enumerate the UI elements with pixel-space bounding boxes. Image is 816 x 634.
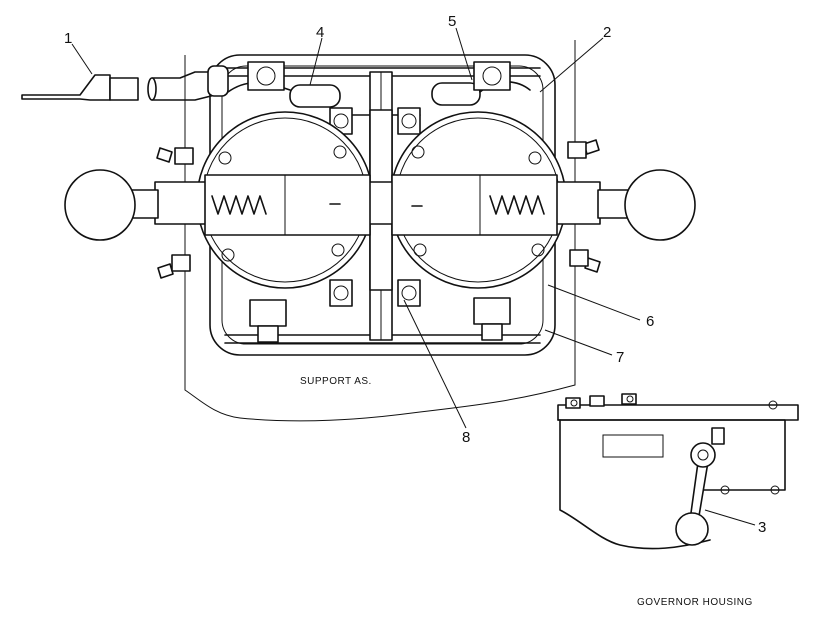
- horizontal-arm: [154, 174, 601, 236]
- left-ball-weight: [64, 169, 159, 241]
- pin-left: [289, 84, 341, 108]
- top-nut-right: [473, 61, 511, 91]
- link-rod: [21, 65, 229, 101]
- edge-bolts: [156, 139, 601, 279]
- leader-lines: [71, 27, 756, 526]
- bottom-nut-right: [473, 297, 511, 341]
- right-ball-weight: [597, 169, 696, 241]
- callout-2: 2: [603, 24, 611, 41]
- governor-housing: [557, 393, 799, 550]
- callout-4: 4: [316, 24, 324, 41]
- callout-8: 8: [462, 429, 470, 446]
- callout-5: 5: [448, 13, 456, 30]
- left-spring: [211, 195, 267, 215]
- support-outline: [184, 40, 576, 422]
- pin-right: [431, 82, 481, 106]
- top-nut-left: [247, 61, 285, 91]
- callout-3: 3: [758, 519, 766, 536]
- bottom-nut-left: [249, 299, 287, 343]
- callout-6: 6: [646, 313, 654, 330]
- right-spring: [489, 195, 545, 215]
- caption-governor: GOVERNOR HOUSING: [637, 597, 753, 608]
- caption-support: SUPPORT AS.: [300, 376, 372, 387]
- callout-1: 1: [64, 30, 72, 47]
- callout-7: 7: [616, 349, 624, 366]
